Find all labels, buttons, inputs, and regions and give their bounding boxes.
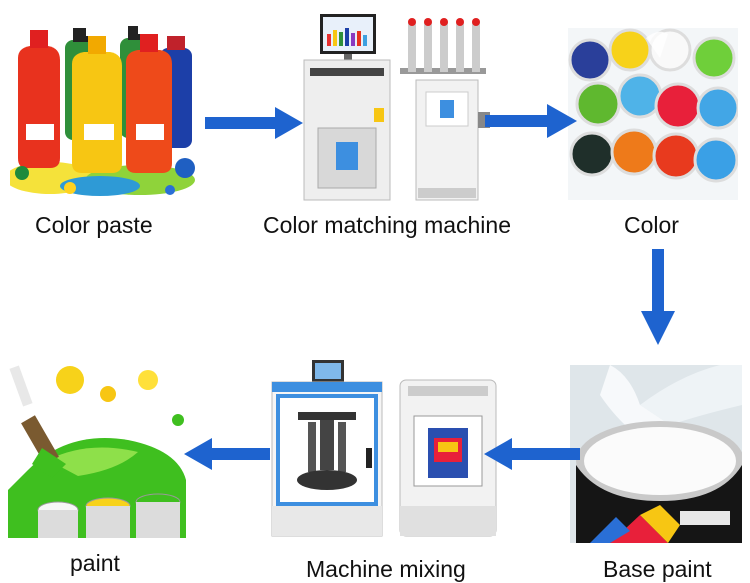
paint-can-photo-icon [570,365,742,543]
color-label: Color [624,212,679,238]
paint-node [8,360,186,538]
arrow-color-to-base [641,249,675,345]
color-matching-machine-label: Color matching machine [263,212,512,238]
paint-cups-photo-icon [568,28,738,200]
mixer-machine-photo-icon [271,360,497,537]
color-node [568,28,738,200]
base-paint-label: Base paint [603,556,712,582]
dispenser-machine-photo-icon [303,14,490,201]
arrow-mixing-to-paint [184,438,270,470]
machine-mixing-label: Machine mixing [306,556,466,582]
bottles-photo-icon [10,22,195,196]
color-paste-label: Color paste [35,212,153,238]
paint-label: paint [70,550,120,576]
machine-mixing-node [268,356,500,540]
color-paste-node [10,18,196,196]
arrow-base-to-mixing [484,438,580,470]
paint-splash-photo-icon [8,360,186,538]
base-paint-node [570,365,742,543]
color-matching-machine-node [300,8,490,204]
arrow-paste-to-machine [205,107,303,139]
arrow-machine-to-color [485,104,577,138]
